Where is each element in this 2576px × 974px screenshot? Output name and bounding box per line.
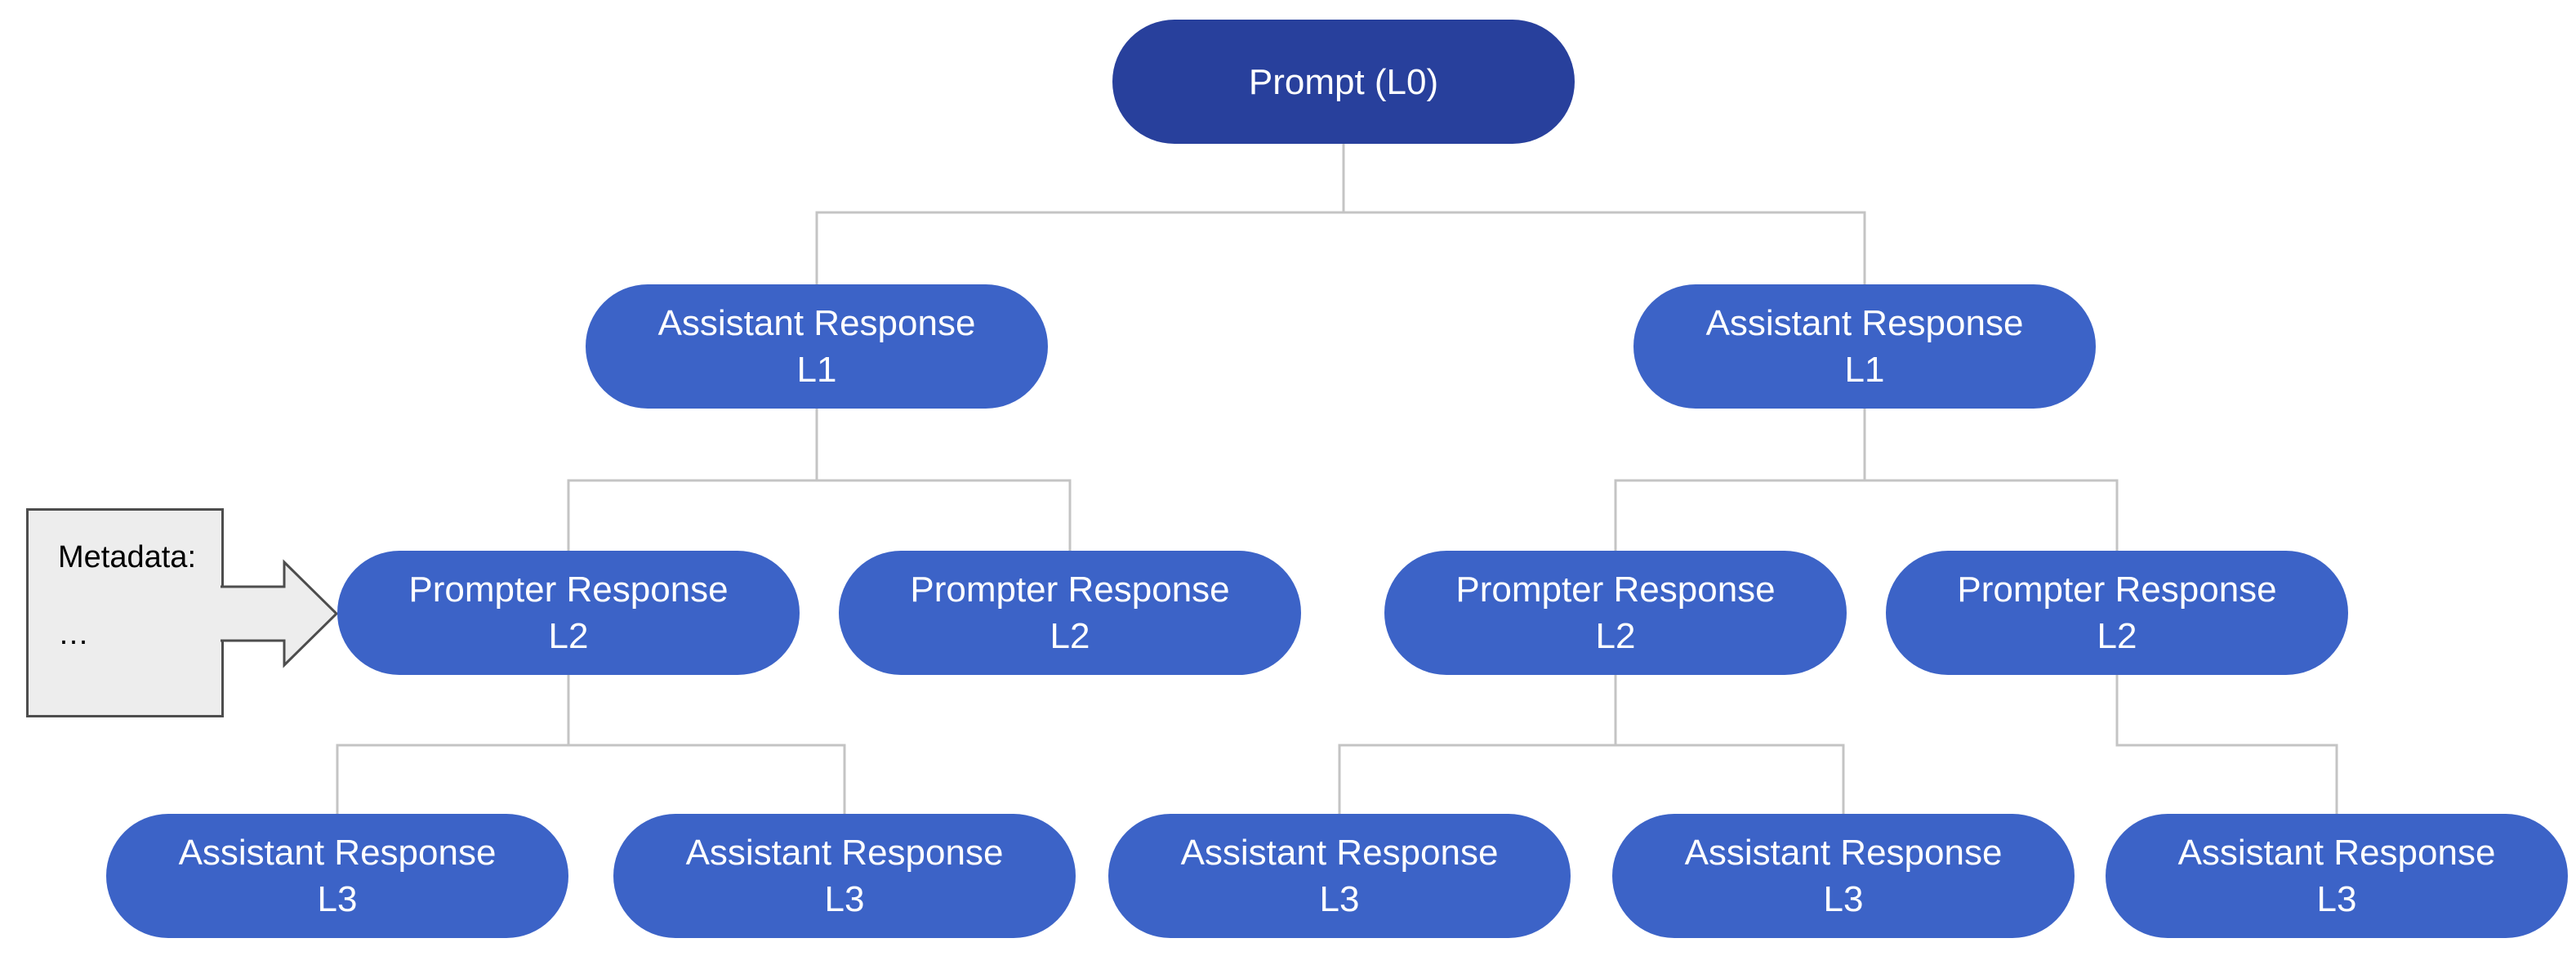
node-prompt-l0: Prompt (L0)	[1112, 20, 1575, 144]
node-label: Prompter Response	[1455, 570, 1776, 610]
node-label-line2: L3	[317, 879, 358, 919]
node-label-line2: L2	[548, 616, 589, 656]
node-assistant-response-l1-1: Assistant Response L1	[586, 284, 1048, 409]
node-assistant-response-l1-2: Assistant Response L1	[1633, 284, 2096, 409]
node-prompter-response-l2-1: Prompter Response L2	[337, 551, 800, 675]
node-label: Assistant Response	[2177, 833, 2496, 873]
node-label: Assistant Response	[685, 833, 1004, 873]
metadata-callout: Metadata: …	[26, 508, 224, 717]
connector-l2-4-child	[2115, 675, 2338, 814]
node-label-line2: L1	[796, 350, 837, 390]
node-label: Assistant Response	[178, 833, 497, 873]
node-label: Prompter Response	[910, 570, 1230, 610]
node-label-line2: L2	[2097, 616, 2137, 656]
node-label: Prompter Response	[408, 570, 729, 610]
metadata-callout-ellipsis: …	[58, 617, 92, 651]
node-label: Assistant Response	[1705, 303, 2024, 343]
node-label: Prompt (L0)	[1248, 61, 1439, 102]
node-assistant-response-l3-5: Assistant Response L3	[2106, 814, 2568, 938]
connector-l0-children	[815, 144, 1866, 284]
metadata-callout-title: Metadata:	[58, 540, 196, 574]
node-label: Assistant Response	[657, 303, 976, 343]
connector-l1-1-children	[567, 409, 1072, 551]
node-assistant-response-l3-1: Assistant Response L3	[106, 814, 568, 938]
node-label-line2: L3	[1319, 879, 1360, 919]
connector-l2-3-children	[1338, 675, 1845, 814]
node-assistant-response-l3-4: Assistant Response L3	[1612, 814, 2075, 938]
node-label: Assistant Response	[1684, 833, 2003, 873]
node-label-line2: L1	[1844, 350, 1885, 390]
metadata-arrow-icon	[221, 559, 339, 668]
node-label: Prompter Response	[1957, 570, 2277, 610]
connector-l2-1-children	[336, 675, 846, 814]
node-label-line2: L3	[2316, 879, 2357, 919]
node-label-line2: L3	[824, 879, 865, 919]
node-assistant-response-l3-2: Assistant Response L3	[613, 814, 1076, 938]
node-prompter-response-l2-2: Prompter Response L2	[839, 551, 1301, 675]
connector-l1-2-children	[1614, 409, 2119, 551]
node-label-line2: L2	[1595, 616, 1636, 656]
node-assistant-response-l3-3: Assistant Response L3	[1108, 814, 1571, 938]
node-prompter-response-l2-4: Prompter Response L2	[1886, 551, 2348, 675]
node-label: Assistant Response	[1180, 833, 1499, 873]
node-prompter-response-l2-3: Prompter Response L2	[1384, 551, 1847, 675]
node-label-line2: L2	[1050, 616, 1090, 656]
node-label-line2: L3	[1823, 879, 1864, 919]
